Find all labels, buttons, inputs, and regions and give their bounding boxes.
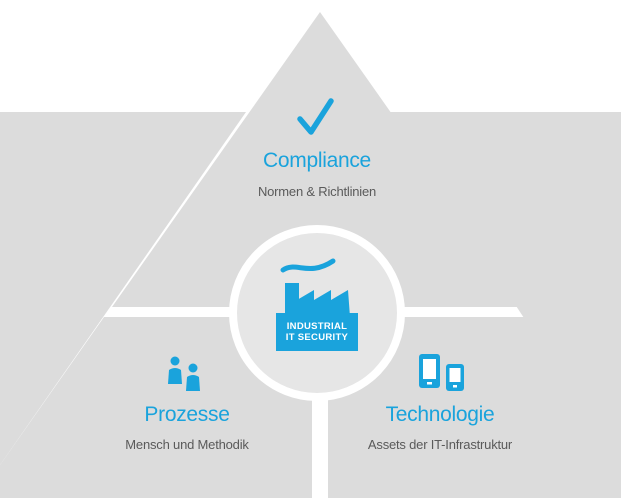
industrial-it-security-badge: INDUSTRIAL IT SECURITY [276, 314, 358, 350]
prozesse-title: Prozesse [144, 403, 230, 426]
prozesse-subtitle: Mensch und Methodik [125, 437, 249, 452]
checkmark-icon [297, 98, 334, 135]
technologie-subtitle: Assets der IT-Infrastruktur [367, 437, 513, 452]
technologie-segment [328, 317, 621, 498]
compliance-title: Compliance [263, 149, 371, 172]
prozesse-segment [0, 317, 312, 498]
left-background-panel [0, 112, 246, 465]
devices-icon [419, 354, 464, 391]
compliance-subtitle: Normen & Richtlinien [257, 184, 377, 199]
people-icon [168, 356, 200, 391]
technologie-title: Technologie [385, 403, 495, 426]
badge-line-2: IT SECURITY [285, 332, 349, 343]
badge-line-1: INDUSTRIAL [286, 321, 348, 332]
compliance-segment [112, 12, 528, 307]
